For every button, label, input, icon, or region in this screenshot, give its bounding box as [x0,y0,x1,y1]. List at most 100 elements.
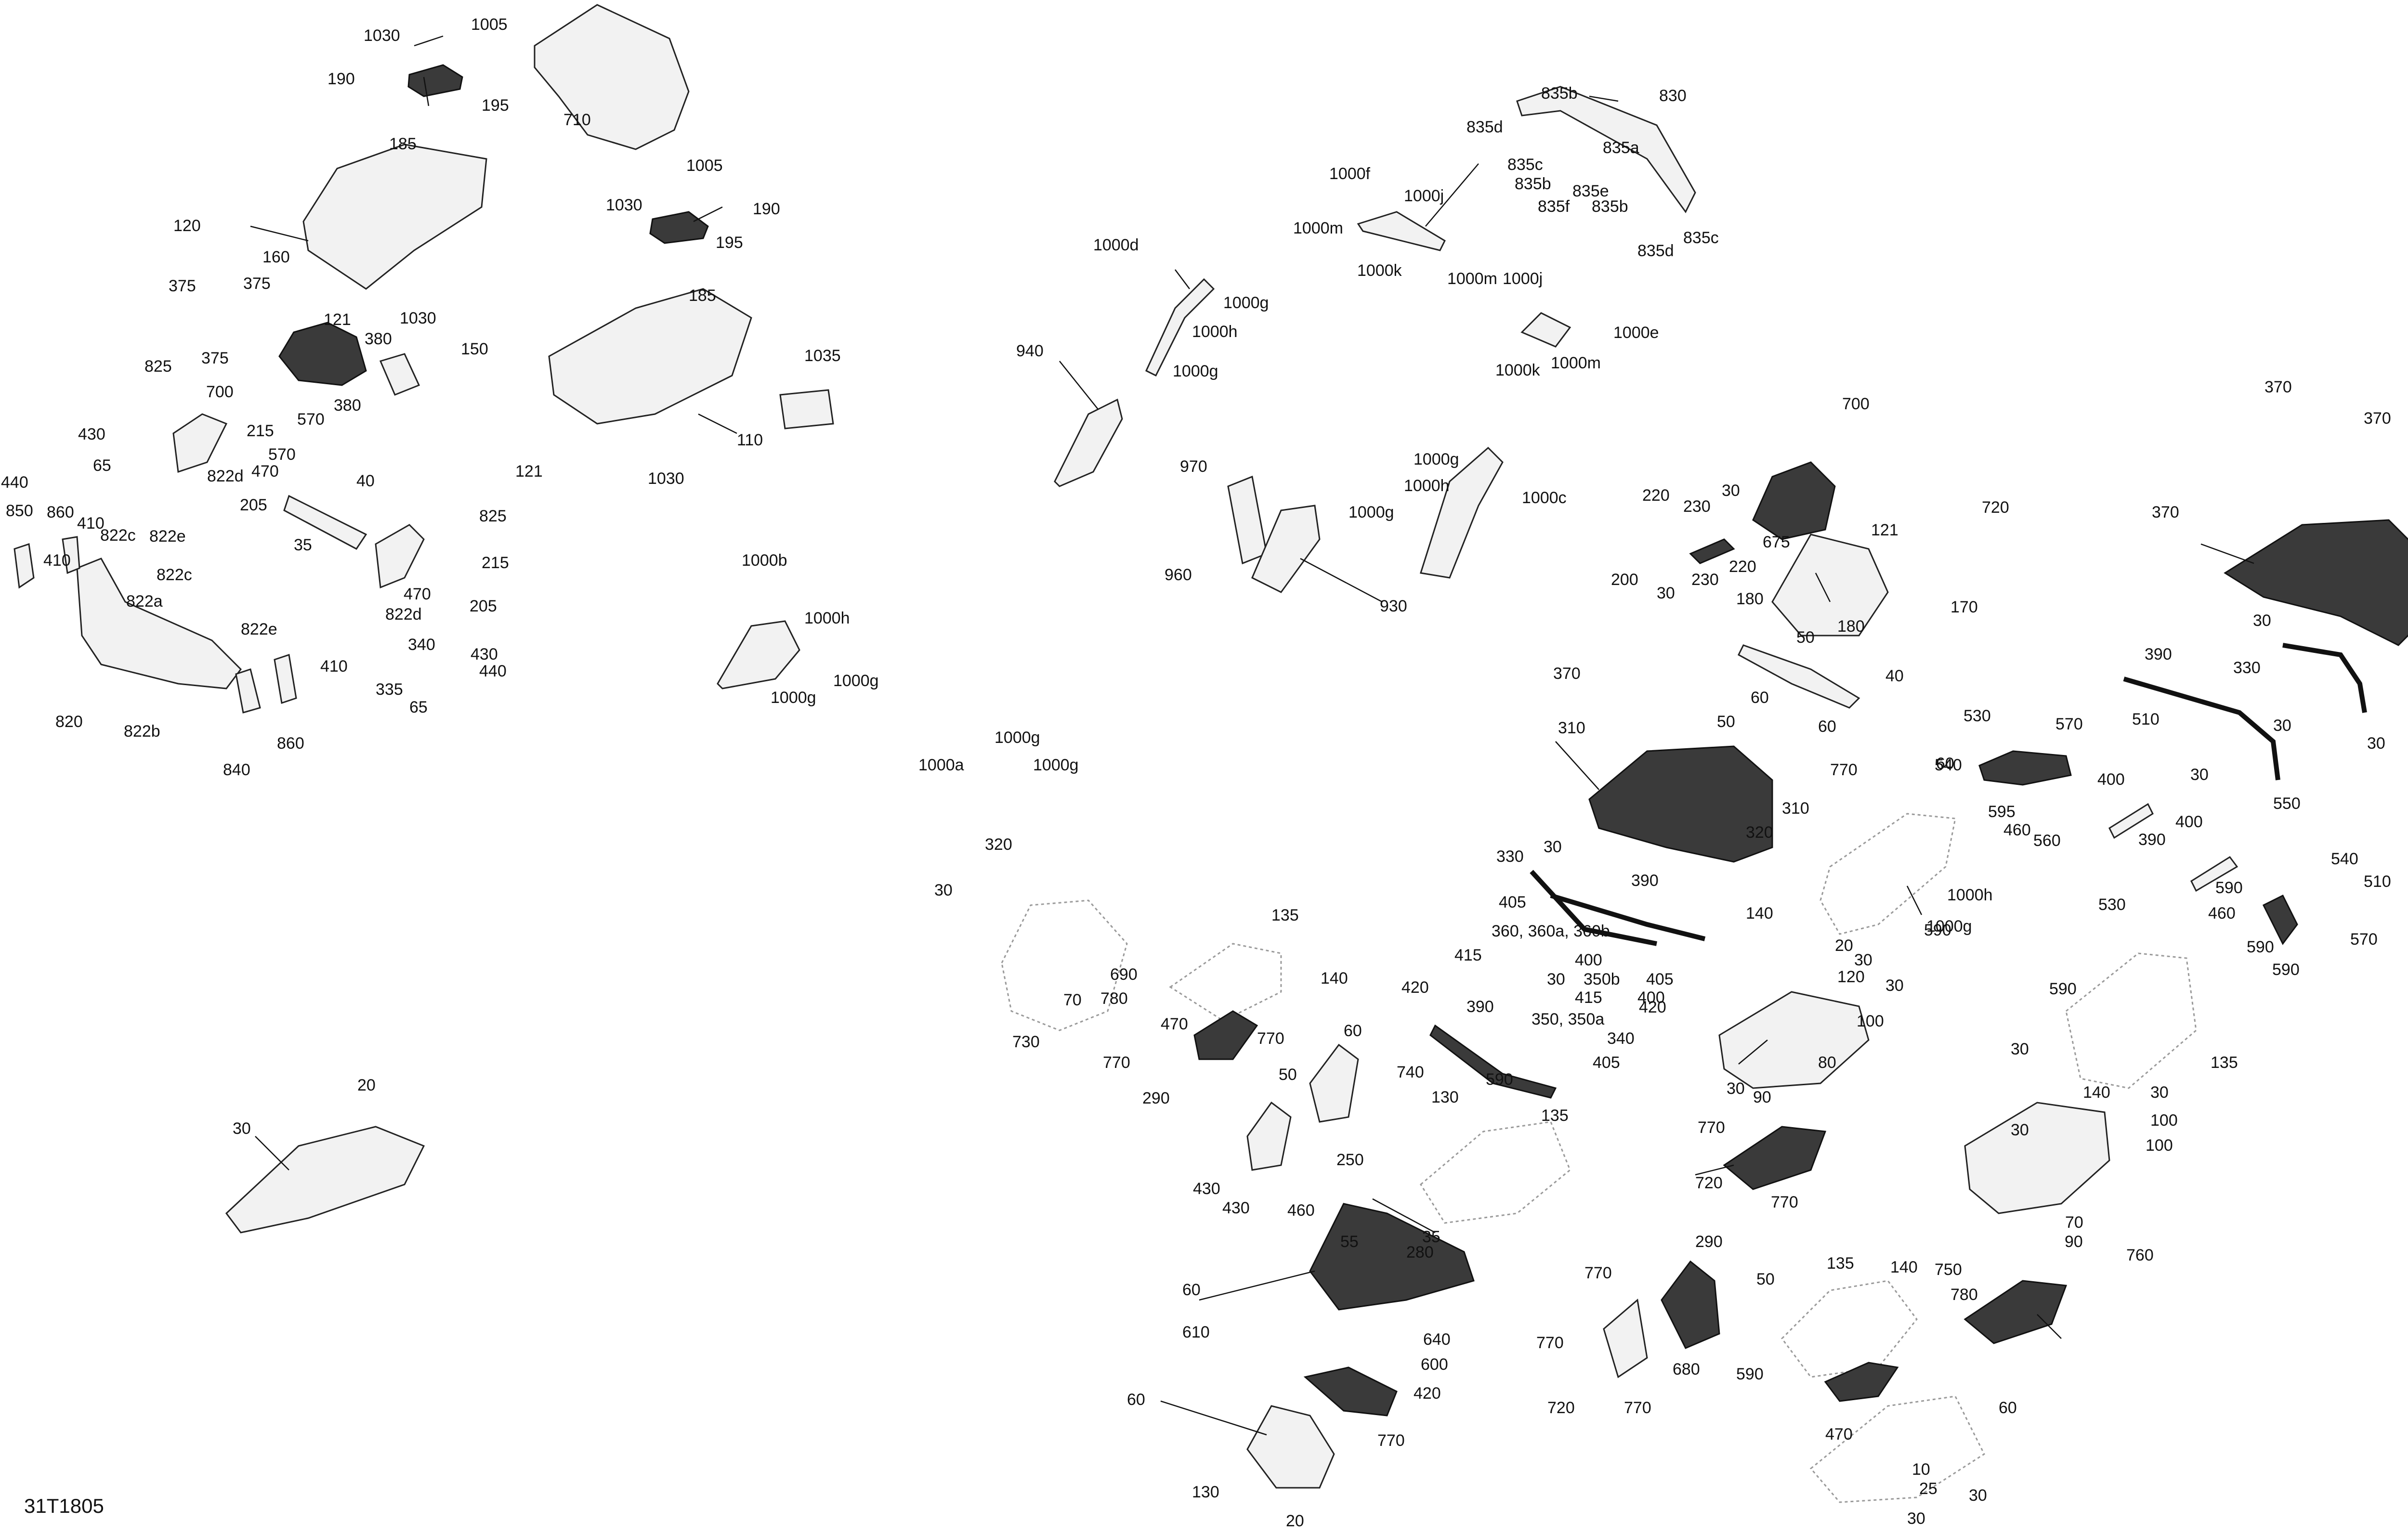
callout: 30 [2190,766,2209,784]
callout: 850 [6,502,33,520]
callout: 30 [2253,611,2271,630]
part-940 [1054,398,1123,487]
callout: 310 [1558,719,1585,737]
callout: 100 [1857,1012,1884,1030]
callout: 370 [1553,664,1581,683]
callout: 20 [1835,936,1853,955]
callout: 822c [157,566,192,584]
callout: 1000k [1495,361,1541,379]
callout: 30 [1727,1079,1745,1098]
callout: 1000g [1223,294,1269,312]
callout: 170 [1950,598,1978,616]
callout: 1000g [1033,756,1079,774]
callout: 540 [2331,850,2358,868]
callout: 1030 [606,196,642,214]
callout-leaders [250,35,2254,1436]
callout: 770 [1377,1431,1405,1450]
callout: 430 [1193,1180,1220,1198]
callout: 860 [277,734,304,753]
callout: 690 [1110,965,1138,984]
callout: 710 [563,111,591,129]
callout: 1005 [471,15,508,34]
callout: 1000g [833,672,879,690]
callout: 60 [1818,717,1836,736]
callout: 205 [240,496,267,514]
part-footrest-80 [1723,1126,1827,1190]
callout: 121 [515,462,543,481]
callout: 120 [173,217,201,235]
part-tube-330-b [1550,893,1706,941]
part-fender-ghost-470-b [1809,1395,1985,1503]
callout: 190 [753,200,780,218]
callout: 1000h [804,609,850,627]
callout: 135 [1827,1254,1854,1273]
callout: 1030 [364,26,400,45]
part-40-a [283,494,367,550]
callout: 822a [126,592,163,611]
callout: 1030 [648,469,684,488]
callout: 960 [1165,566,1192,584]
part-tube-320-b [1530,870,1657,946]
callout: 70 [1063,991,1082,1009]
callout: 30 [2367,734,2385,753]
callout: 320 [985,835,1012,854]
callout: 135 [1271,906,1299,924]
callout: 60 [1751,689,1769,707]
callout: 835a [1603,139,1639,157]
callout: 140 [1746,904,1773,923]
callout: 600 [1421,1355,1448,1374]
callout: 835e [1572,182,1609,200]
callout: 30 [934,881,953,899]
callout: 835b [1541,84,1578,103]
callout: 470 [1825,1425,1853,1443]
callout: 570 [2350,930,2378,949]
part-760 [1603,1299,1648,1378]
callout: 390 [2138,831,2166,849]
callout: 185 [389,135,417,153]
callout: 430 [1222,1199,1250,1217]
callout: 121 [1871,521,1898,539]
part-console-120-a [302,143,487,290]
callout: 60 [1127,1391,1145,1409]
callout: 470 [251,462,279,481]
callout: 930 [1380,597,1407,615]
callout: 835c [1507,156,1543,174]
callout: 375 [243,274,271,293]
callout: 1000j [1503,270,1543,288]
callout: 30 [1907,1509,1925,1528]
callout: 410 [320,657,348,676]
callout: 60 [1344,1022,1362,1040]
callout: 405 [1593,1053,1620,1072]
part-fender-770-ghost-a [1819,813,1956,935]
part-fender-ghost-720-b [1781,1280,1918,1378]
callout: 340 [1607,1029,1635,1048]
callout: 822e [241,620,277,638]
part-550 [2190,856,2238,892]
callout: 822c [100,526,136,545]
callout: 1000j [1404,187,1444,205]
diagram-reference-code: 31T1805 [24,1495,104,1517]
callout: 1000h [1192,323,1238,341]
callout: 370 [2364,409,2391,428]
callout: 1000g [995,728,1040,747]
callout: 590 [2247,938,2274,956]
callout: 1000g [771,689,816,707]
callout: 30 [1547,970,1565,988]
callout: 400 [1637,988,1665,1007]
callout: 570 [268,445,296,464]
callout: 30 [2273,716,2291,735]
part-skid-plate-10 [225,1126,425,1234]
callout: 540 [1935,756,1962,774]
callout: 835f [1538,197,1570,216]
callout: 90 [1753,1088,1771,1106]
part-console-120-c [1964,1102,2110,1214]
callout: 835d [1466,118,1503,136]
callout: 440 [1,473,28,492]
callout: 30 [1969,1486,1987,1505]
part-280 [1303,1366,1398,1417]
callout: 1000g [1173,362,1218,380]
callout: 420 [1401,978,1429,997]
callout: 130 [1431,1088,1459,1106]
callout: 1000k [1357,261,1402,280]
